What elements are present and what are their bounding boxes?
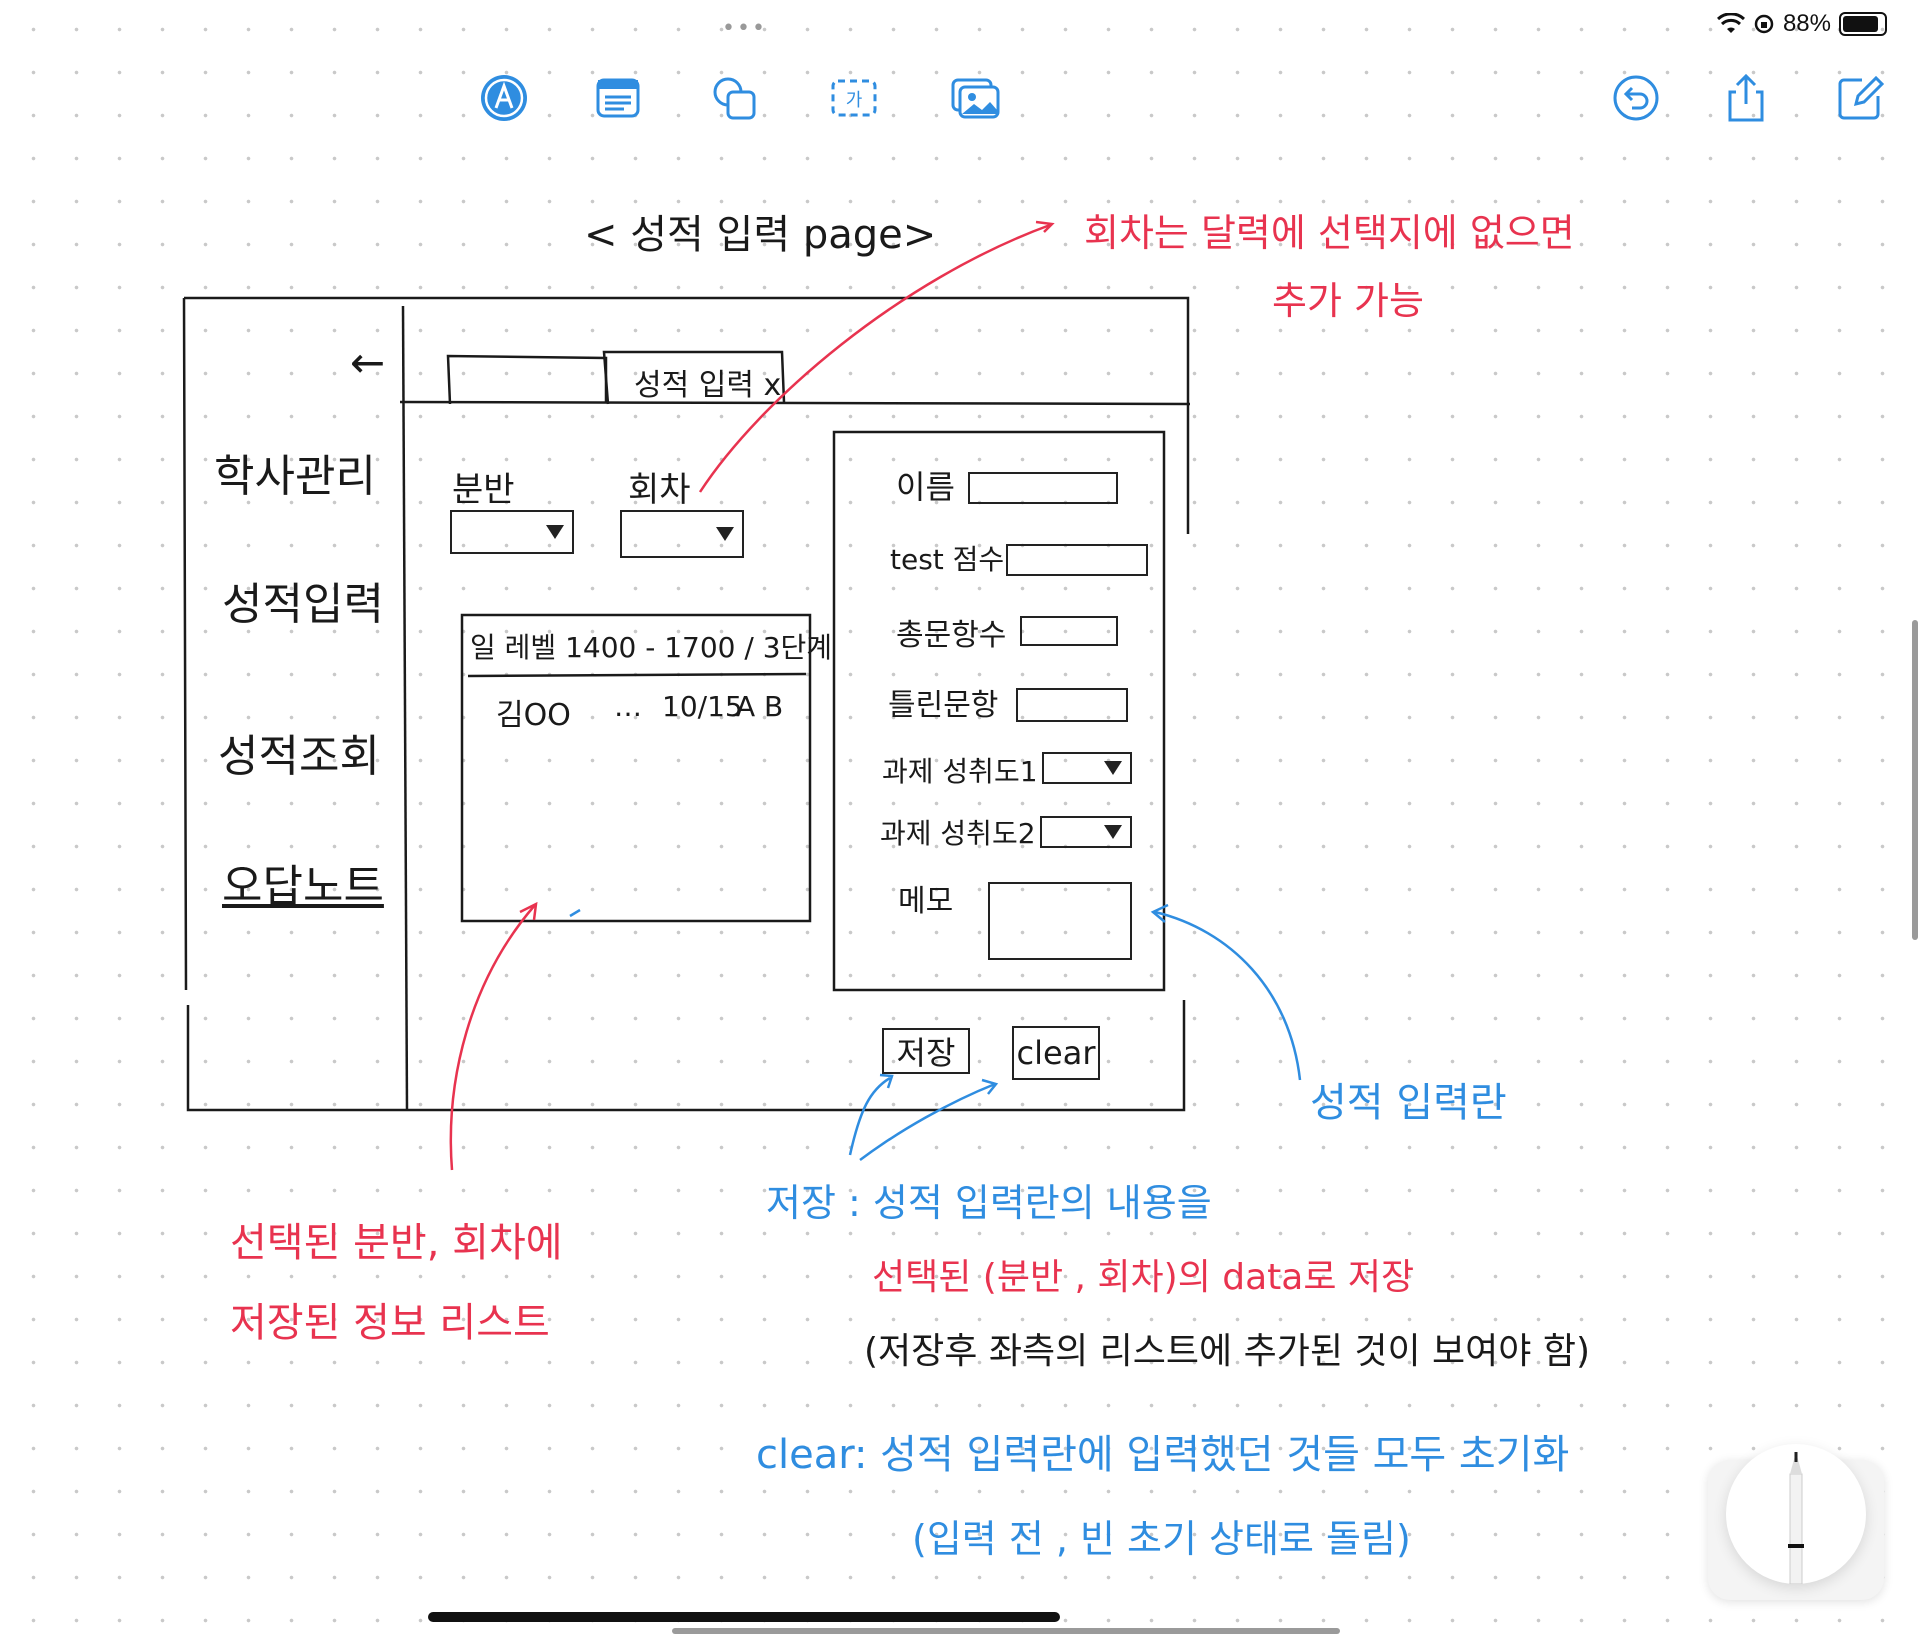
battery-icon [1839, 12, 1887, 36]
entry-date: 10/15 [662, 690, 743, 723]
annotation-clear-2: (입력 전 , 빈 초기 상태로 돌림) [912, 1517, 1411, 1561]
wrong-items-label: 틀린문항 [888, 688, 999, 723]
annotation-save: 저장 : 성적 입력란의 내용을 [766, 1181, 1212, 1225]
multitask-indicator[interactable]: ••• [722, 16, 767, 41]
wifi-icon [1716, 13, 1745, 33]
annotation-save-2: 선택된 (분반 , 회차)의 data로 저장 [872, 1257, 1415, 1298]
text-insert-icon: 가 [831, 79, 877, 117]
achievement2-label: 과제 성취도2 [880, 817, 1036, 850]
annotation-list-info-2: 저장된 정보 리스트 [230, 1300, 550, 1346]
share-button[interactable] [1718, 70, 1774, 126]
annotation-save-3: (저장후 좌측의 리스트에 추가된 것이 보여야 함) [864, 1331, 1591, 1372]
achievement1-dropdown[interactable] [1042, 752, 1132, 784]
orientation-lock-icon [1754, 14, 1774, 34]
photo-icon [951, 78, 1000, 119]
test-score-field[interactable] [1006, 544, 1148, 576]
achievement2-dropdown[interactable] [1040, 816, 1132, 848]
chevron-down-icon [1104, 761, 1122, 775]
vertical-scrollbar[interactable] [1912, 620, 1918, 940]
compose-button[interactable] [1832, 70, 1888, 126]
undo-button[interactable] [1608, 70, 1664, 126]
list-item[interactable]: 김OO … 10/15 A B [496, 690, 796, 734]
text-box-button[interactable] [590, 70, 646, 126]
sidebar-item-grade-view[interactable]: 성적조회 [218, 731, 380, 782]
memo-field[interactable] [988, 882, 1132, 960]
pen-tool-icon [481, 75, 527, 121]
tab-grade-input[interactable]: 성적 입력 x [634, 368, 782, 403]
shapes-icon [713, 77, 756, 120]
sidebar-item-grade-input[interactable]: 성적입력 [222, 579, 384, 630]
compose-icon [1838, 75, 1885, 120]
annotation-session-add-2: 추가 가능 [1272, 279, 1424, 323]
total-items-field[interactable] [1020, 616, 1118, 646]
pencil-icon[interactable] [1726, 1444, 1866, 1585]
sidebar-item-wrong-notes[interactable]: 오답노트 [222, 861, 384, 912]
memo-label: 메모 [898, 884, 954, 919]
sketch-strokes [182, 220, 1302, 1171]
photo-button[interactable] [948, 70, 1004, 126]
student-name: 김OO [496, 698, 571, 733]
pen-tool-button[interactable] [476, 70, 532, 126]
annotation-list-info: 선택된 분반, 회차에 [230, 1220, 563, 1266]
svg-text:가: 가 [846, 90, 863, 111]
shapes-button[interactable] [706, 70, 762, 126]
entry-grades: A B [736, 690, 784, 723]
text-box-icon [596, 78, 640, 118]
home-indicator[interactable] [428, 1612, 1060, 1622]
pencil-tool-palette[interactable] [1708, 1444, 1884, 1600]
test-score-label: test 점수 [890, 543, 1005, 576]
achievement1-label: 과제 성취도1 [882, 755, 1038, 788]
horizontal-scrollbar[interactable] [672, 1628, 1340, 1634]
notes-toolbar: 가 [0, 70, 1923, 130]
save-button[interactable]: 저장 [882, 1028, 970, 1074]
status-right: 88% [1716, 10, 1887, 38]
ellipsis: … [614, 690, 642, 723]
back-arrow-icon[interactable]: ← [350, 338, 386, 387]
battery-percent: 88% [1782, 10, 1831, 37]
name-field[interactable] [968, 472, 1118, 504]
text-insert-button[interactable]: 가 [826, 70, 882, 126]
wrong-items-field[interactable] [1016, 688, 1128, 722]
status-bar: ••• 88% [0, 0, 1923, 50]
annotation-session-add: 회차는 달력에 선택지에 없으면 [1084, 211, 1575, 255]
class-label: 분반 [452, 470, 515, 510]
list-header: 일 레벨 1400 - 1700 / 3단계 [470, 631, 833, 664]
total-items-label: 총문항수 [896, 618, 1007, 653]
chevron-down-icon [546, 525, 564, 539]
note-canvas[interactable]: < 성적 입력 page> ← 성적 입력 x 학사관리 성적입력 성적조회 오… [0, 160, 1923, 1600]
class-dropdown[interactable] [450, 510, 574, 554]
sidebar-item-academic[interactable]: 학사관리 [214, 451, 376, 502]
session-dropdown[interactable] [620, 510, 744, 558]
annotation-form: 성적 입력란 [1310, 1080, 1507, 1126]
chevron-down-icon [1104, 825, 1122, 839]
share-icon [1728, 73, 1764, 122]
page-title: < 성적 입력 page> [584, 212, 937, 258]
annotation-clear: clear: 성적 입력란에 입력했던 것들 모두 초기화 [756, 1432, 1570, 1478]
undo-icon [1613, 75, 1659, 121]
session-label: 회차 [628, 470, 691, 510]
chevron-down-icon [716, 527, 734, 541]
name-label: 이름 [896, 468, 955, 506]
clear-button[interactable]: clear [1012, 1026, 1100, 1080]
